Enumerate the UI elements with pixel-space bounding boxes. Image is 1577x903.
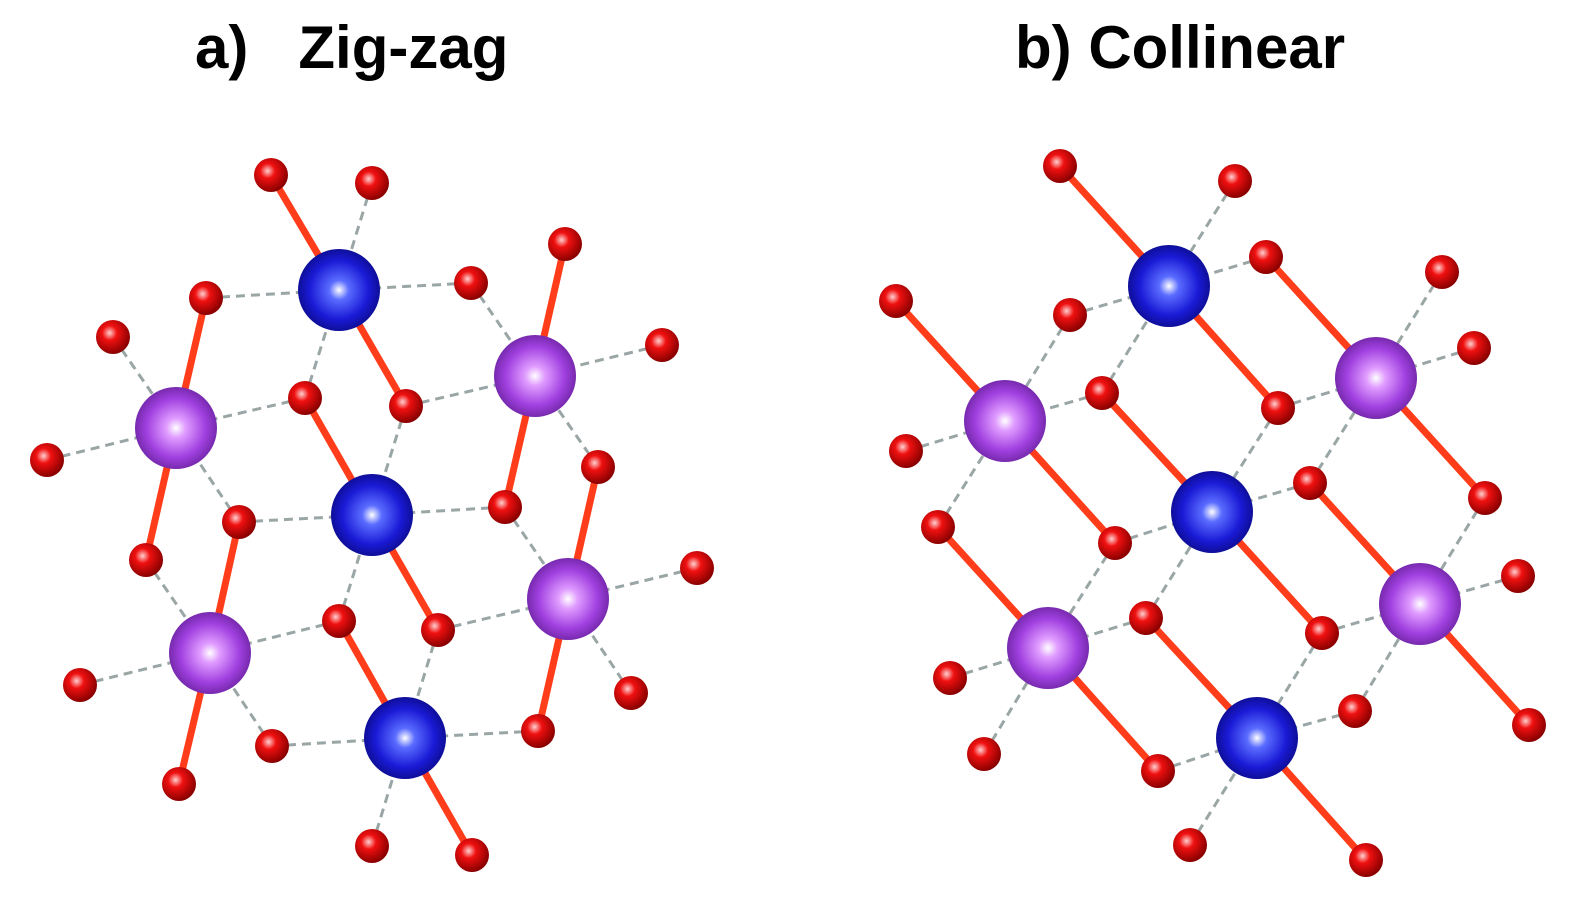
- oxygen-atom-icon: [1305, 616, 1339, 650]
- panel-b-dashed-bond: [1046, 542, 1117, 649]
- panel-b-dashed-bond: [1069, 284, 1170, 317]
- oxygen-atom-icon: [1098, 526, 1132, 560]
- oxygen-atom-icon: [222, 505, 256, 539]
- oxygen-atom-icon: [189, 281, 223, 315]
- oxygen-atom-icon: [96, 320, 130, 354]
- panel-b-title: b) Collinear: [1015, 18, 1345, 78]
- oxygen-atom-icon: [322, 604, 356, 638]
- oxygen-atom-icon: [421, 613, 455, 647]
- panel-b-dashed-bond: [1308, 377, 1378, 484]
- panel-b-dashed-bond: [1321, 602, 1421, 635]
- panel-b-dashed-bond: [1374, 271, 1444, 379]
- oxygen-atom-icon: [1425, 255, 1459, 289]
- oxygen-atom-icon: [889, 434, 923, 468]
- oxygen-atom-icon: [1085, 376, 1119, 410]
- panel-b-dashed-bond: [1211, 481, 1311, 514]
- blue-metal-atom-icon: [364, 697, 446, 779]
- blue-metal-atom-icon: [1216, 697, 1298, 779]
- panel-b-dashed-bond: [1375, 346, 1475, 380]
- oxygen-atom-icon: [680, 551, 714, 585]
- purple-metal-atom-icon: [964, 380, 1046, 462]
- oxygen-atom-icon: [455, 838, 489, 872]
- panel-b-dashed-bond: [1353, 603, 1422, 712]
- panel-b-dashed-bond: [1277, 376, 1377, 410]
- panel-b-dashed-bond: [1157, 736, 1258, 773]
- oxygen-atom-icon: [1293, 466, 1327, 500]
- oxygen-atom-icon: [254, 158, 288, 192]
- panel-b-dashed-bond: [1144, 511, 1214, 619]
- panel-b-dashed-bond: [1418, 497, 1487, 605]
- panel-a-label: a): [195, 14, 249, 81]
- purple-metal-atom-icon: [169, 612, 251, 694]
- panel-b-dashed-bond: [1167, 180, 1237, 287]
- panel-b-dashed-bond: [1255, 632, 1324, 739]
- oxygen-atom-icon: [1457, 331, 1491, 365]
- oxygen-atom-icon: [1501, 559, 1535, 593]
- panel-b-dashed-bond: [982, 647, 1050, 755]
- panel-b-name: Collinear: [1088, 14, 1346, 81]
- purple-metal-atom-icon: [1379, 563, 1461, 645]
- purple-metal-atom-icon: [135, 387, 217, 469]
- oxygen-atom-icon: [288, 381, 322, 415]
- oxygen-atom-icon: [1141, 754, 1175, 788]
- oxygen-atom-icon: [1043, 149, 1077, 183]
- oxygen-atom-icon: [1512, 708, 1546, 742]
- oxygen-atom-icon: [30, 443, 64, 477]
- oxygen-atom-icon: [1218, 164, 1252, 198]
- panel-b-dashed-bond: [1210, 407, 1280, 513]
- panel-b-dashed-bond: [905, 419, 1006, 453]
- oxygen-atom-icon: [63, 668, 97, 702]
- oxygen-atom-icon: [645, 328, 679, 362]
- oxygen-atom-icon: [162, 767, 196, 801]
- oxygen-atom-icon: [488, 490, 522, 524]
- blue-metal-atom-icon: [1171, 471, 1253, 553]
- oxygen-atom-icon: [1053, 298, 1087, 332]
- panel-b-dashed-bond: [936, 420, 1007, 528]
- panel-a-title: a) Zig-zag: [195, 18, 508, 78]
- oxygen-atom-icon: [521, 714, 555, 748]
- oxygen-atom-icon: [879, 284, 913, 318]
- panel-b-label: b): [1015, 14, 1072, 81]
- oxygen-atom-icon: [389, 389, 423, 423]
- atoms: [30, 149, 1546, 877]
- oxygen-atom-icon: [1338, 694, 1372, 728]
- oxygen-atom-icon: [1249, 240, 1283, 274]
- oxygen-atom-icon: [967, 737, 1001, 771]
- oxygen-atom-icon: [548, 227, 582, 261]
- oxygen-atom-icon: [921, 510, 955, 544]
- oxygen-atom-icon: [1173, 828, 1207, 862]
- purple-metal-atom-icon: [494, 335, 576, 417]
- oxygen-atom-icon: [1129, 601, 1163, 635]
- blue-metal-atom-icon: [1128, 245, 1210, 327]
- purple-metal-atom-icon: [1007, 607, 1089, 689]
- oxygen-atom-icon: [355, 829, 389, 863]
- purple-metal-atom-icon: [527, 558, 609, 640]
- oxygen-atom-icon: [454, 266, 488, 300]
- purple-metal-atom-icon: [1335, 337, 1417, 419]
- blue-metal-atom-icon: [298, 249, 380, 331]
- oxygen-atom-icon: [1261, 391, 1295, 425]
- oxygen-atom-icon: [933, 661, 967, 695]
- oxygen-atom-icon: [1349, 843, 1383, 877]
- solid-bonds: [142, 162, 1533, 864]
- oxygen-atom-icon: [614, 676, 648, 710]
- oxygen-atom-icon: [129, 543, 163, 577]
- blue-metal-atom-icon: [331, 474, 413, 556]
- panel-b-dashed-bond: [1047, 616, 1147, 650]
- panel-a-name: Zig-zag: [298, 14, 509, 81]
- oxygen-atom-icon: [1468, 481, 1502, 515]
- oxygen-atom-icon: [581, 450, 615, 484]
- oxygen-atom-icon: [355, 166, 389, 200]
- panel-b-dashed-bond: [1003, 314, 1072, 422]
- panel-b-dashed-bond: [949, 646, 1049, 680]
- oxygen-atom-icon: [255, 729, 289, 763]
